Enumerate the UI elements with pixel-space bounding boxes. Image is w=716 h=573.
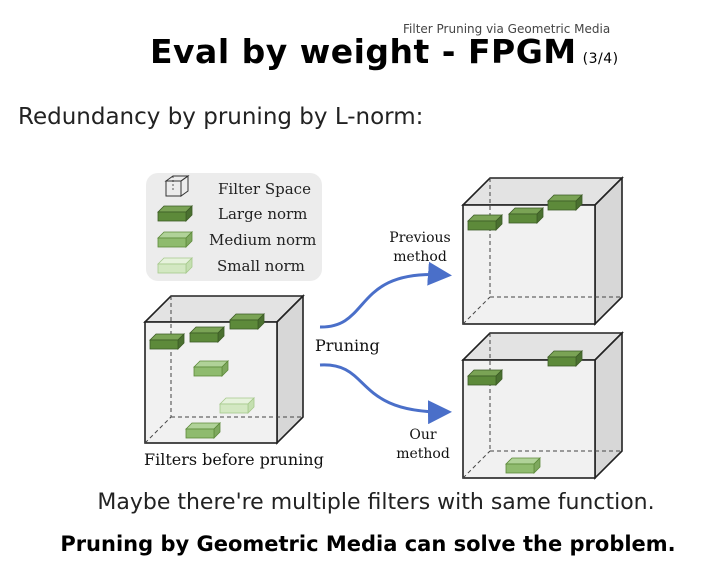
legend-large-label: Large norm — [218, 205, 307, 223]
filter-medium — [193, 360, 229, 377]
large-norm-icon — [157, 205, 193, 222]
filter-large — [467, 214, 503, 231]
our-method-label-2: method — [396, 446, 450, 462]
slide-title: Eval by weight - FPGM (3/4) — [150, 32, 619, 71]
legend-small-label: Small norm — [217, 257, 305, 275]
legend-medium-label: Medium norm — [209, 231, 316, 249]
small-norm-icon — [157, 257, 193, 274]
filter-large — [547, 350, 583, 367]
filter-large — [229, 313, 265, 330]
pruning-label: Pruning — [315, 336, 380, 355]
arrow-to-our — [319, 363, 452, 425]
slide-part-indicator: (3/4) — [582, 51, 619, 67]
arrow-to-previous — [319, 261, 452, 329]
filter-small — [219, 397, 255, 414]
body-text-line-1: Maybe there're multiple filters with sam… — [97, 490, 655, 515]
cube-previous-method — [461, 176, 624, 326]
cube-our-method — [461, 331, 624, 480]
slide-subtitle: Redundancy by pruning by L-norm: — [18, 104, 424, 130]
legend: Filter Space Large norm Medium norm Smal… — [146, 173, 322, 281]
body-text-line-2: Pruning by Geometric Media can solve the… — [60, 532, 676, 556]
filter-large — [547, 194, 583, 211]
filter-large — [189, 326, 225, 343]
legend-filter-space-label: Filter Space — [218, 180, 311, 198]
filter-large — [467, 369, 503, 386]
filter-medium — [505, 457, 541, 474]
medium-norm-icon — [157, 231, 193, 248]
slide-title-text: Eval by weight - FPGM — [150, 32, 577, 71]
before-pruning-caption: Filters before pruning — [144, 450, 324, 469]
previous-method-label-1: Previous — [389, 230, 450, 246]
filter-medium — [185, 422, 221, 439]
filter-large — [508, 207, 544, 224]
legend-background — [146, 173, 322, 281]
filter-space-icon — [164, 175, 190, 197]
filter-large — [149, 333, 185, 350]
previous-method-label-2: method — [393, 249, 447, 265]
our-method-label-1: Our — [409, 427, 436, 443]
header-note: Filter Pruning via Geometric Media — [403, 22, 611, 36]
cube-before-pruning — [143, 294, 305, 445]
